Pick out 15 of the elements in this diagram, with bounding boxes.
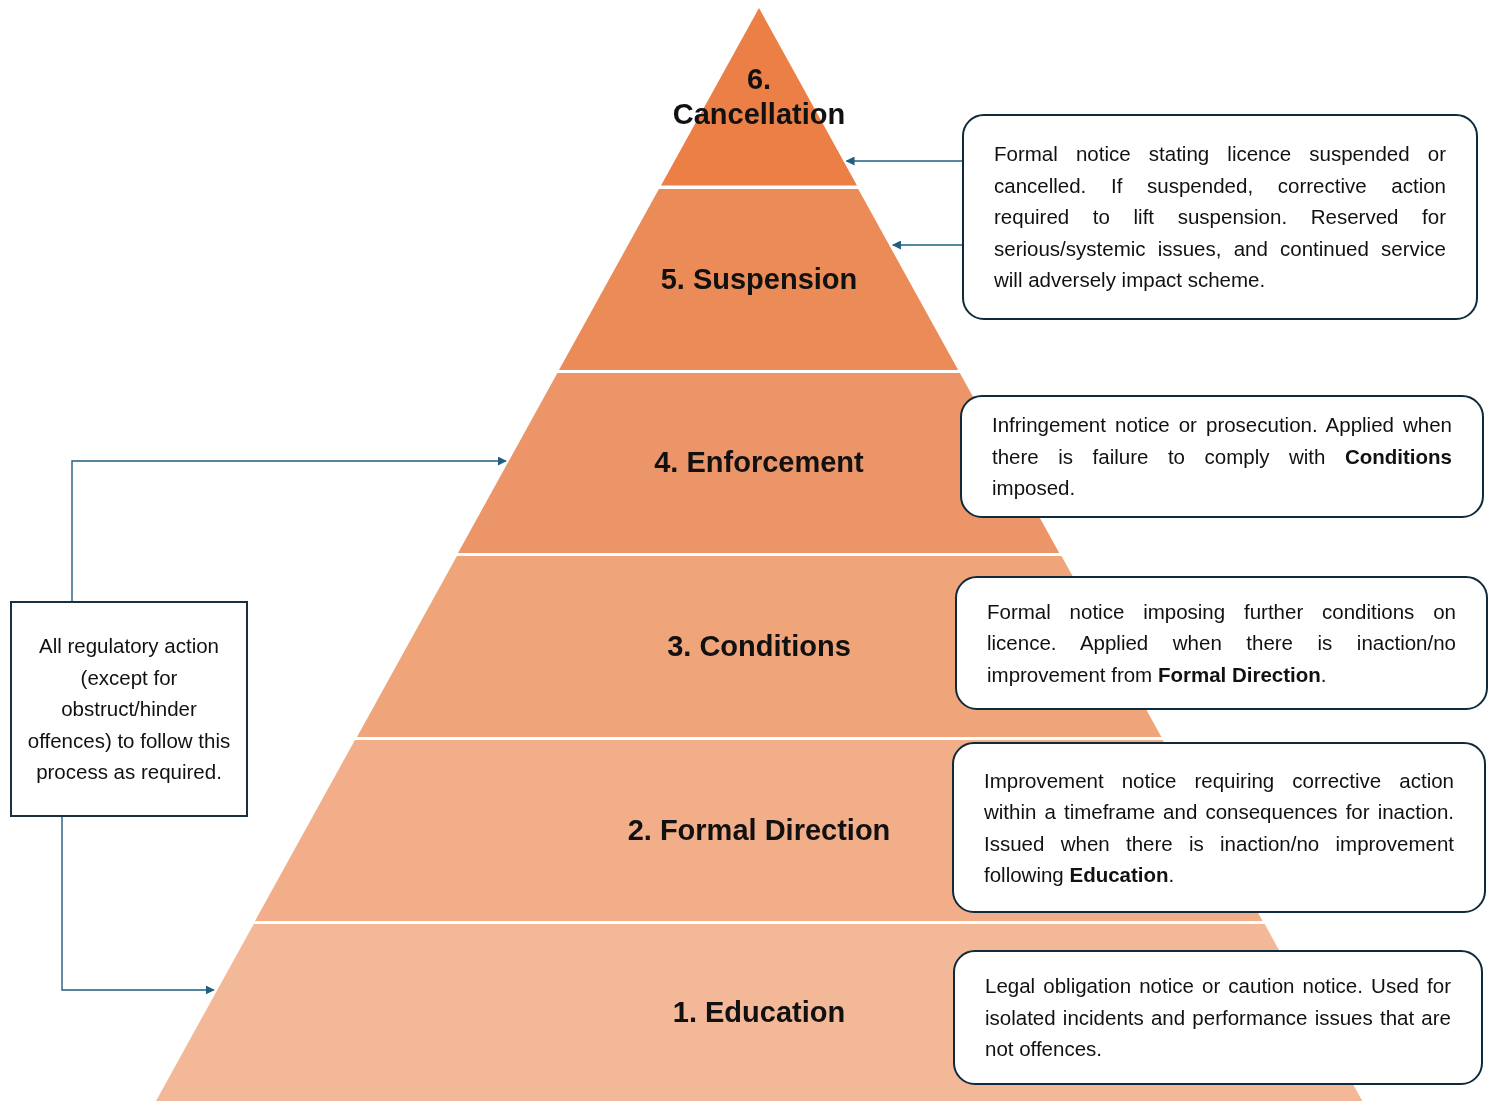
tier-label: 3. Conditions — [667, 628, 851, 664]
tier-label: 1. Education — [672, 994, 846, 1030]
note-box: Improvement notice requiring corrective action within a timeframe and consequences for inaction. Issued when there is inaction/no improvement following Education. — [952, 742, 1486, 913]
tier-label: 5. Suspension — [660, 261, 858, 297]
note-box: Formal notice imposing further conditions on licence. Applied when there is inaction/no improvement from Formal Direction. — [955, 576, 1488, 710]
arrow — [71, 456, 507, 602]
arrow — [61, 816, 215, 995]
arrow — [891, 240, 963, 250]
note-box: Legal obligation notice or caution notice. Used for isolated incidents and performance issues that are not offences. — [953, 950, 1483, 1085]
tier-label: 2. Formal Direction — [627, 812, 891, 848]
tier-label: 4. Enforcement — [654, 445, 864, 480]
note-box: All regulatory action (except for obstruct/hinder offences) to follow this process as required. — [10, 601, 248, 817]
arrow — [845, 156, 963, 166]
note-box: Infringement notice or prosecution. Applied when there is failure to comply with Conditions imposed. — [960, 395, 1484, 518]
note-box: Formal notice stating licence suspended or cancelled. If suspended, corrective action required to lift suspension. Reserved for serious/systemic issues, and continued service will adversely impact scheme. — [962, 114, 1478, 320]
